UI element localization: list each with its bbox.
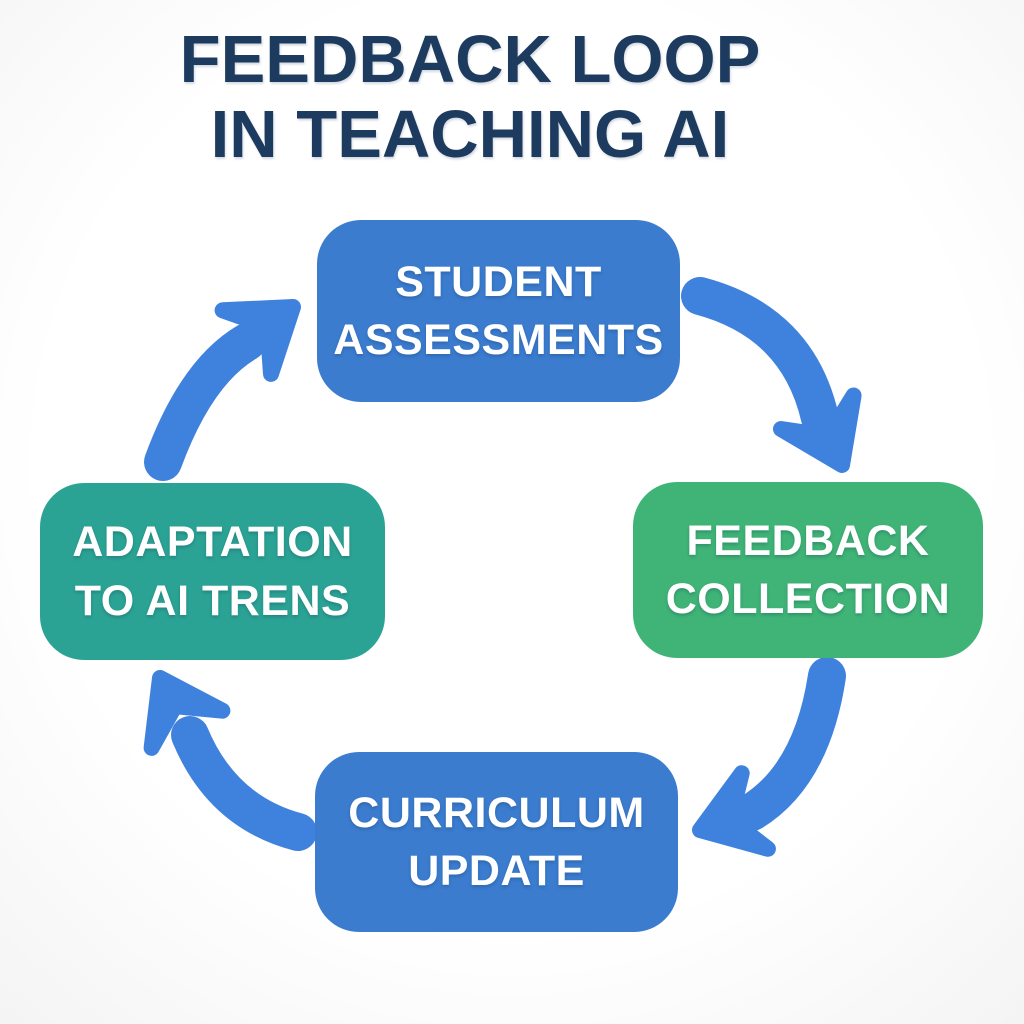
arrow-shaft [681, 277, 839, 437]
arrow-shaft [171, 716, 317, 851]
arrow-head-icon [773, 387, 862, 473]
node-student-assessments: STUDENT ASSESSMENTS [317, 220, 680, 402]
arrow-head-icon [214, 299, 301, 382]
arrow-right-to-bottom [692, 657, 846, 857]
arrow-left-to-top [144, 299, 301, 481]
arrow-top-to-right [681, 277, 862, 473]
arrow-bottom-to-left [143, 670, 317, 851]
page-title: FEEDBACK LOOP IN TEACHING AI [0, 22, 940, 172]
node-feedback-collection: FEEDBACK COLLECTION [633, 482, 983, 658]
arrow-head-icon [143, 670, 231, 756]
title-line-2: IN TEACHING AI [210, 97, 730, 172]
title-line-1: FEEDBACK LOOP [179, 22, 761, 97]
arrow-head-icon [692, 765, 776, 857]
node-adaptation-to-ai-trens: ADAPTATION TO AI TRENS [40, 483, 385, 660]
arrow-shaft [144, 323, 266, 481]
arrow-shaft [733, 657, 846, 831]
node-curriculum-update: CURRICULUM UPDATE [315, 752, 678, 932]
